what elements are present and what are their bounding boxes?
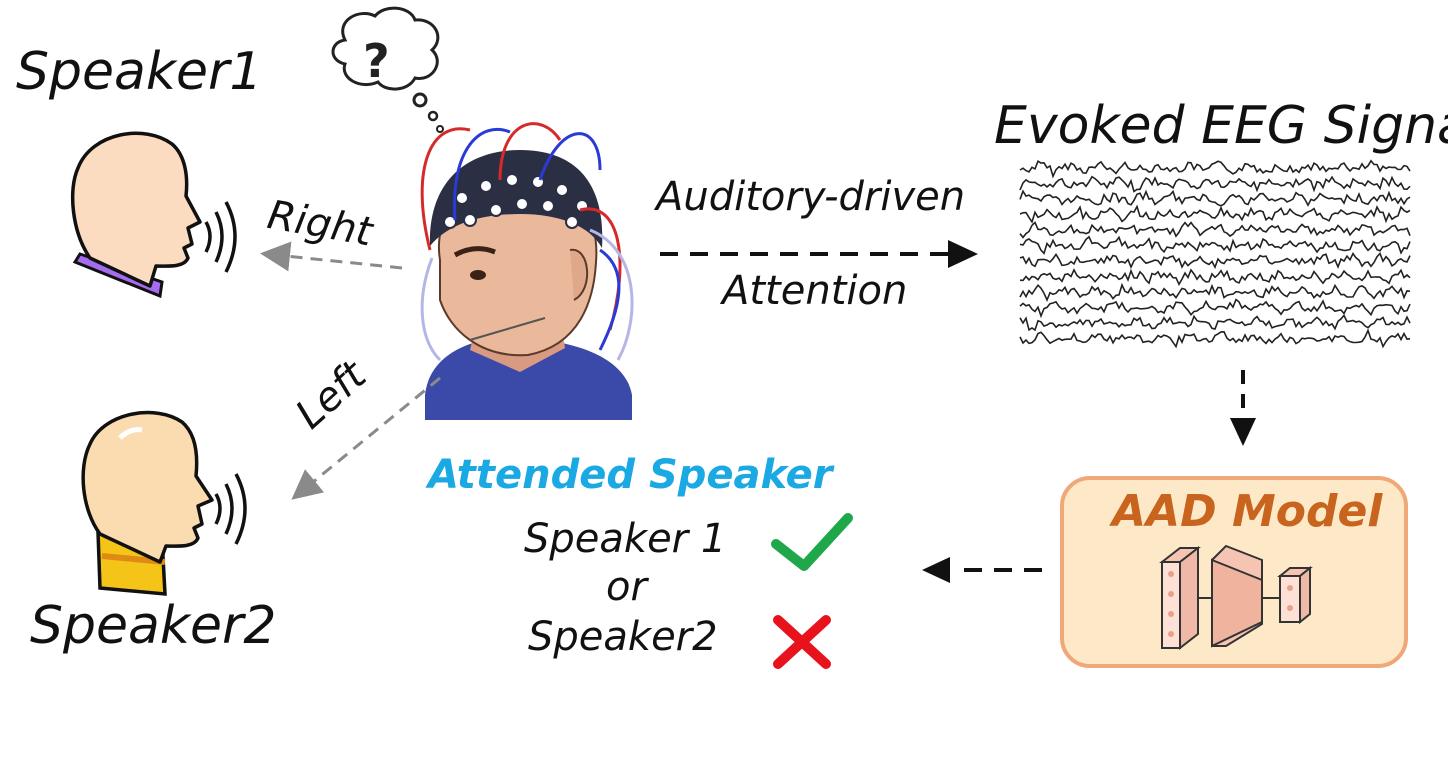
left-arrow — [291, 376, 441, 500]
aad-model-title: AAD Model — [1112, 486, 1383, 537]
option-speaker2: Speaker2 — [528, 614, 718, 660]
eeg-trace — [1019, 175, 1411, 193]
network-icon — [1159, 544, 1313, 651]
thought-mark: ? — [363, 34, 390, 88]
eeg-signal-icon — [1019, 159, 1411, 349]
eeg-trace — [1019, 268, 1411, 287]
speaker1-title: Speaker1 — [16, 42, 263, 102]
eeg-title: Evoked EEG Signal — [994, 96, 1448, 156]
eeg-trace — [1019, 189, 1411, 207]
eeg-trace — [1019, 298, 1411, 319]
down-arrow — [1230, 370, 1256, 446]
or-label: or — [606, 564, 647, 610]
eeg-trace — [1019, 328, 1411, 349]
attention-label: Attention — [722, 268, 908, 314]
cross-icon — [773, 615, 831, 669]
speaker2-title: Speaker2 — [30, 596, 277, 656]
eeg-trace — [1019, 159, 1411, 179]
attended-speaker-label: Attended Speaker — [428, 452, 833, 498]
eeg-trace — [1019, 204, 1411, 224]
eeg-trace — [1019, 252, 1411, 270]
thought-bubble-icon: ? — [331, 6, 444, 133]
option-speaker1: Speaker 1 — [524, 516, 727, 562]
eeg-trace — [1019, 282, 1411, 303]
check-icon — [771, 513, 853, 571]
eeg-trace — [1019, 313, 1411, 332]
right-arrow — [260, 241, 403, 272]
auditory-driven-label: Auditory-driven — [656, 174, 966, 220]
eeg-trace — [1019, 235, 1411, 255]
speaker1-head-icon — [70, 131, 237, 299]
result-arrow — [922, 557, 1042, 583]
speaker2-head-icon — [81, 410, 247, 596]
listener-eeg-icon — [420, 122, 634, 420]
attention-arrow — [660, 240, 978, 268]
eeg-trace — [1019, 221, 1411, 239]
